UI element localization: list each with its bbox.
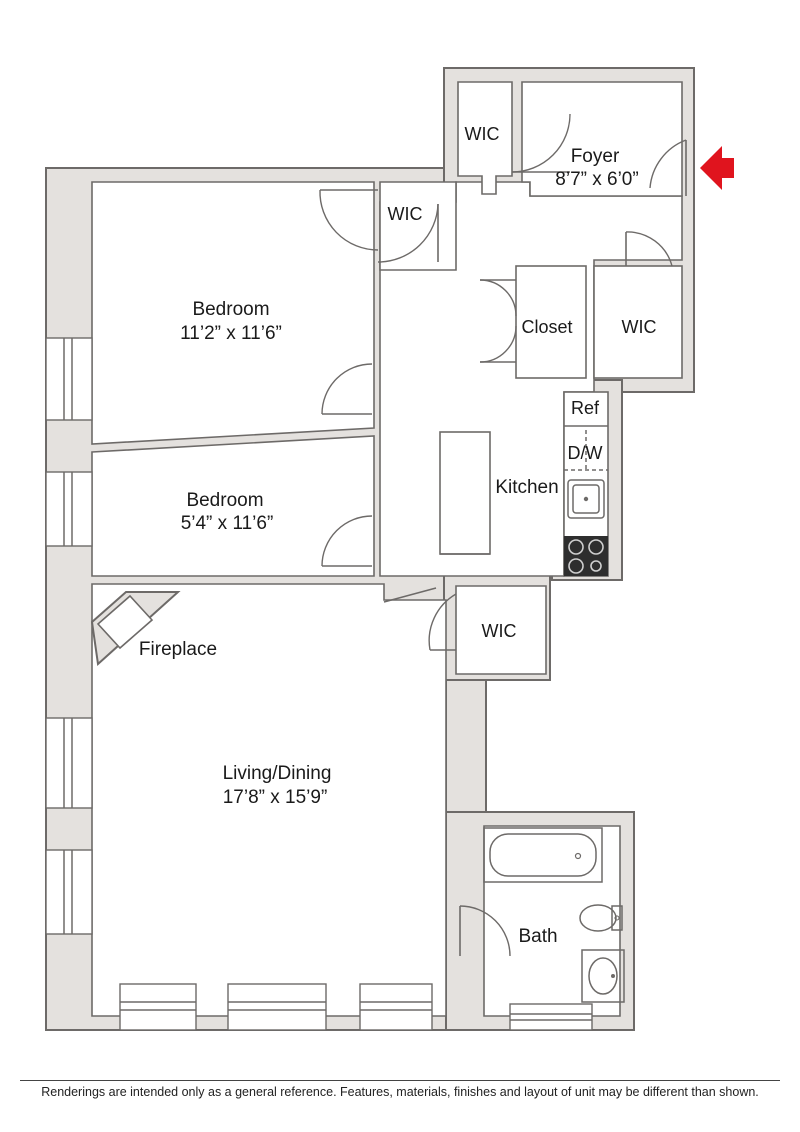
dw-label: D/W bbox=[568, 443, 603, 463]
foyer-name: Foyer bbox=[571, 146, 620, 167]
fireplace-label: Fireplace bbox=[139, 639, 217, 660]
room-interiors bbox=[91, 81, 683, 1017]
bedroom-1-name: Bedroom bbox=[192, 299, 269, 320]
kitchen-name: Kitchen bbox=[495, 477, 558, 498]
bathtub-icon bbox=[483, 827, 603, 883]
wic-bedroom-label: WIC bbox=[388, 204, 423, 224]
disclaimer-divider bbox=[20, 1080, 780, 1081]
stove-icon bbox=[564, 536, 608, 576]
living-size: 17’8” x 15’9” bbox=[223, 787, 328, 808]
bath-fixtures bbox=[483, 827, 625, 1003]
sink-icon bbox=[567, 479, 605, 519]
entry-arrow-icon bbox=[700, 146, 734, 190]
ref-label: Ref bbox=[571, 398, 600, 418]
disclaimer-text: Renderings are intended only as a genera… bbox=[41, 1085, 759, 1099]
toilet-icon bbox=[579, 904, 623, 932]
bedroom-2-size: 5’4” x 11’6” bbox=[181, 513, 274, 534]
living-name: Living/Dining bbox=[223, 763, 332, 784]
bedroom-2-name: Bedroom bbox=[186, 490, 263, 511]
wic-living-label: WIC bbox=[482, 621, 517, 641]
vanity-sink-icon bbox=[581, 949, 625, 1003]
doors bbox=[319, 113, 687, 957]
fireplace-icon bbox=[90, 591, 181, 666]
foyer-size: 8’7” x 6’0” bbox=[555, 169, 638, 190]
closet-label: Closet bbox=[521, 317, 572, 337]
kitchen-appliances bbox=[564, 425, 608, 576]
bath-name: Bath bbox=[518, 926, 557, 947]
bedroom-1-size: 11’2” x 11’6” bbox=[180, 323, 282, 344]
wic-foyer-label: WIC bbox=[465, 124, 500, 144]
windows bbox=[45, 337, 593, 1031]
room-labels: Foyer 8’7” x 6’0” Bedroom 11’2” x 11’6” … bbox=[139, 124, 657, 947]
wic-hall-label: WIC bbox=[622, 317, 657, 337]
